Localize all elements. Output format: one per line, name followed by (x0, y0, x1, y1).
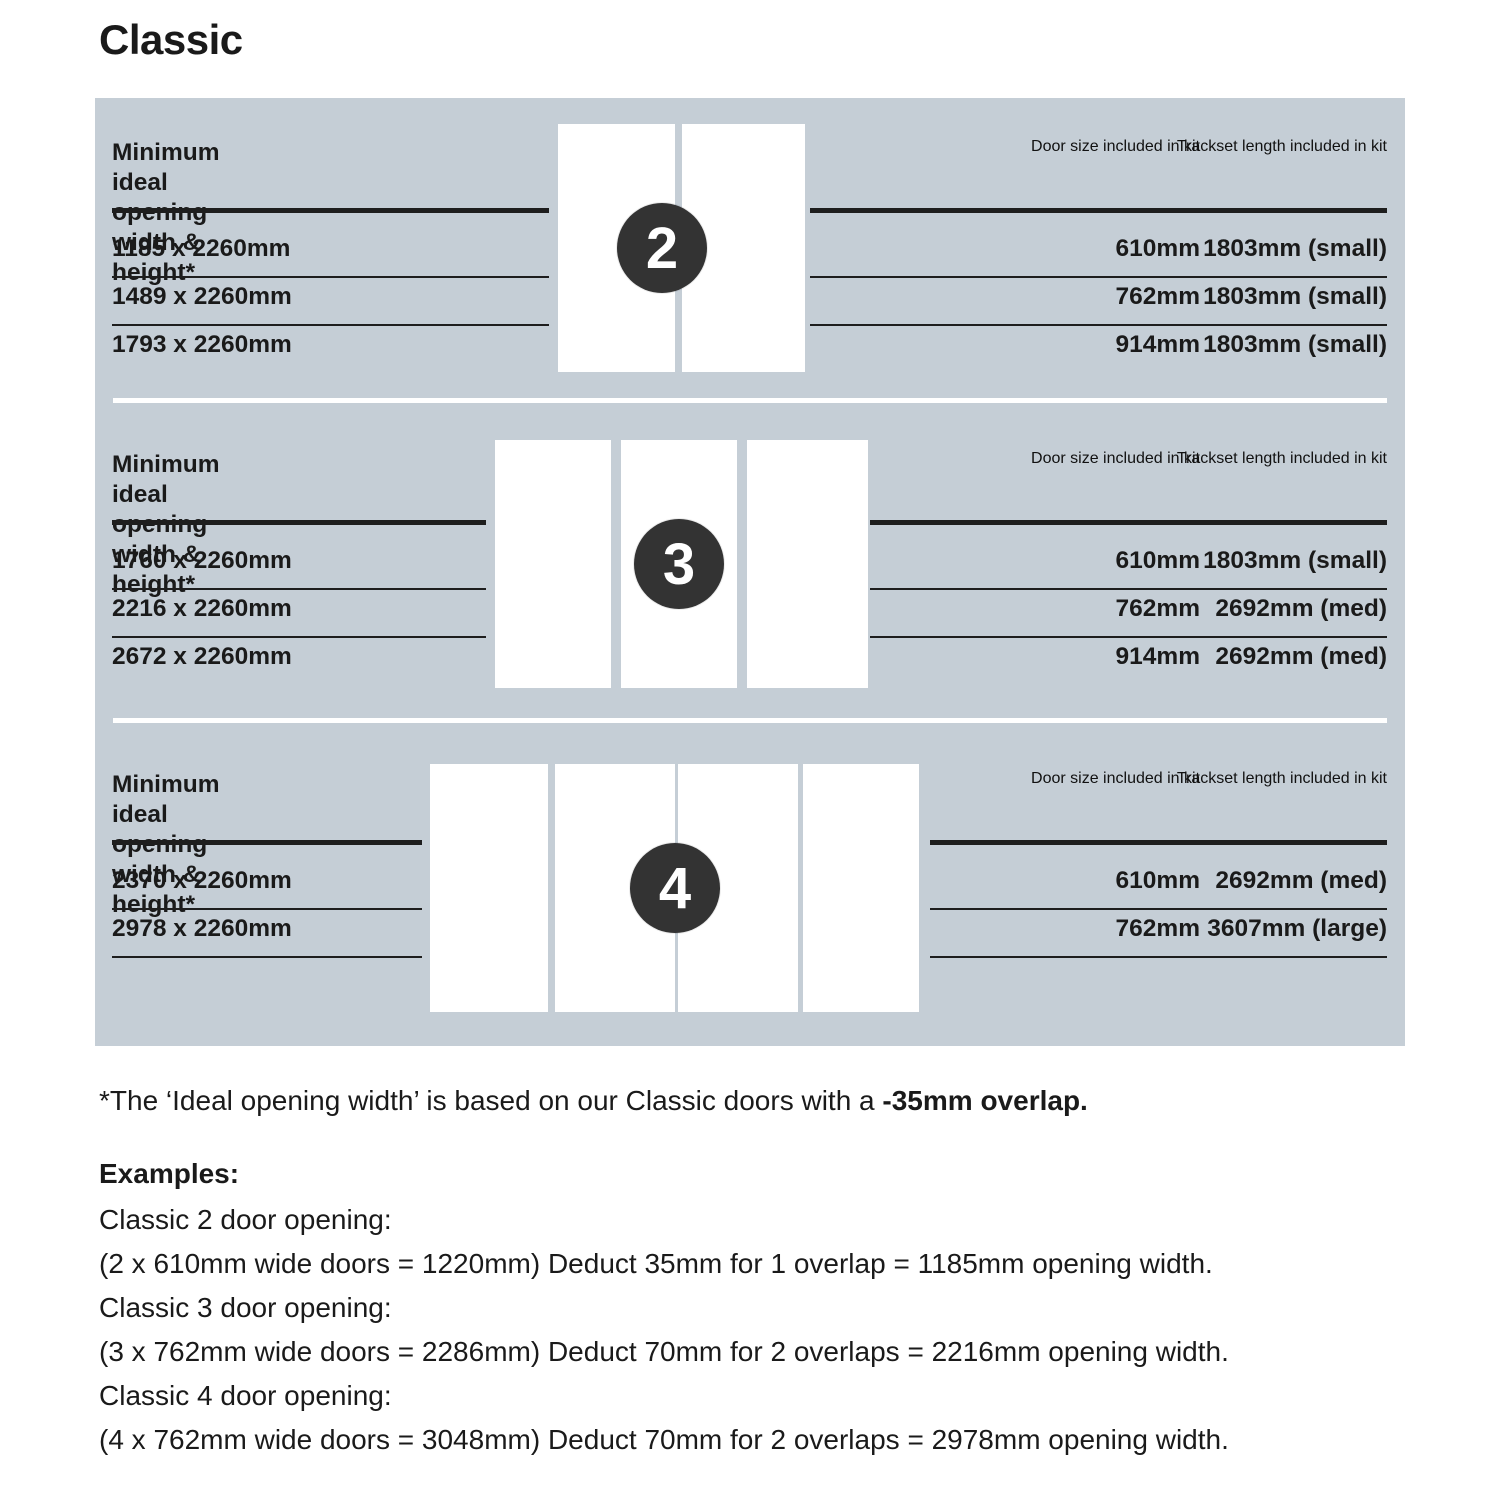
door-graphic-4: 4 (430, 764, 919, 1012)
trackset-value: 3607mm (large) (1207, 915, 1387, 942)
row-rule (112, 956, 422, 958)
header-rule (112, 208, 549, 213)
page-title: Classic (99, 16, 243, 63)
column-header-opening: Minimum ideal opening width & height* (112, 771, 220, 918)
door-size-value: 762mm (1115, 283, 1200, 310)
section-divider (113, 718, 1387, 723)
row-rule (870, 588, 1387, 590)
door-count-badge: 3 (634, 519, 724, 609)
door-size-value: 762mm (1115, 595, 1200, 622)
door-count-badge-label: 4 (658, 855, 692, 921)
column-header-trackset: Trackset length included in kit (1176, 138, 1387, 155)
column-header-trackset: Trackset length included in kit (1176, 450, 1387, 467)
section-4-door: 4 Minimum ideal opening width & height* … (95, 722, 1405, 1046)
row-rule (870, 636, 1387, 638)
column-header-door-size: Door size included in kit (1031, 138, 1200, 155)
row-rule (810, 276, 1387, 278)
sizing-panel: 2 Minimum ideal opening width & height* … (95, 98, 1405, 1046)
door-panel (747, 440, 868, 688)
trackset-value: 1803mm (small) (1203, 331, 1387, 358)
door-size-value: 610mm (1115, 867, 1200, 894)
column-header-door-size: Door size included in kit (1031, 770, 1200, 787)
trackset-value: 2692mm (med) (1215, 867, 1387, 894)
column-header-door-size: Door size included in kit (1031, 450, 1200, 467)
door-count-badge: 4 (630, 843, 720, 933)
door-count-badge: 2 (617, 203, 707, 293)
door-size-value: 762mm (1115, 915, 1200, 942)
column-header-trackset: Trackset length included in kit (1176, 770, 1387, 787)
column-header-opening: Minimum ideal opening width & height* (112, 451, 220, 598)
section-divider (113, 398, 1387, 403)
trackset-value: 1803mm (small) (1203, 235, 1387, 262)
header-rule (112, 520, 486, 525)
row-rule (112, 588, 486, 590)
trackset-value: 1803mm (small) (1203, 283, 1387, 310)
footnote-emphasis: -35mm overlap. (882, 1085, 1088, 1116)
opening-value: 2370 x 2260mm (112, 867, 292, 894)
opening-value: 2978 x 2260mm (112, 915, 292, 942)
header-rule (112, 840, 422, 845)
door-panel (803, 764, 919, 1012)
opening-value: 1760 x 2260mm (112, 547, 292, 574)
trackset-value: 1803mm (small) (1203, 547, 1387, 574)
door-size-value: 610mm (1115, 547, 1200, 574)
row-rule (930, 956, 1387, 958)
opening-value: 1793 x 2260mm (112, 331, 292, 358)
example-line: (3 x 762mm wide doors = 2286mm) Deduct 7… (99, 1336, 1229, 1367)
trackset-value: 2692mm (med) (1215, 643, 1387, 670)
opening-value: 2216 x 2260mm (112, 595, 292, 622)
door-panel (430, 764, 548, 1012)
row-rule (112, 636, 486, 638)
opening-value: 1489 x 2260mm (112, 283, 292, 310)
example-line: Classic 2 door opening: (99, 1204, 392, 1235)
row-rule (112, 324, 549, 326)
row-rule (810, 324, 1387, 326)
column-header-opening: Minimum ideal opening width & height* (112, 139, 220, 286)
row-rule (112, 276, 549, 278)
header-rule (810, 208, 1387, 213)
section-3-door: 3 Minimum ideal opening width & height* … (95, 402, 1405, 720)
door-size-value: 610mm (1115, 235, 1200, 262)
door-count-badge-label: 2 (645, 215, 679, 281)
section-2-door: 2 Minimum ideal opening width & height* … (95, 98, 1405, 400)
opening-value: 2672 x 2260mm (112, 643, 292, 670)
door-graphic-3: 3 (495, 440, 868, 688)
row-rule (930, 908, 1387, 910)
door-graphic-2: 2 (558, 124, 805, 372)
footnote: *The ‘Ideal opening width’ is based on o… (99, 1085, 1088, 1117)
door-size-value: 914mm (1115, 331, 1200, 358)
example-line: (4 x 762mm wide doors = 3048mm) Deduct 7… (99, 1424, 1229, 1455)
examples-heading: Examples: (99, 1158, 240, 1189)
header-rule (870, 520, 1387, 525)
door-size-value: 914mm (1115, 643, 1200, 670)
footnote-text: *The ‘Ideal opening width’ is based on o… (99, 1085, 883, 1116)
row-rule (112, 908, 422, 910)
door-panel (495, 440, 611, 688)
example-line: (2 x 610mm wide doors = 1220mm) Deduct 3… (99, 1248, 1213, 1279)
opening-value: 1185 x 2260mm (112, 235, 291, 262)
trackset-value: 2692mm (med) (1215, 595, 1387, 622)
header-rule (930, 840, 1387, 845)
example-line: Classic 3 door opening: (99, 1292, 392, 1323)
door-count-badge-label: 3 (662, 531, 696, 597)
example-line: Classic 4 door opening: (99, 1380, 392, 1411)
